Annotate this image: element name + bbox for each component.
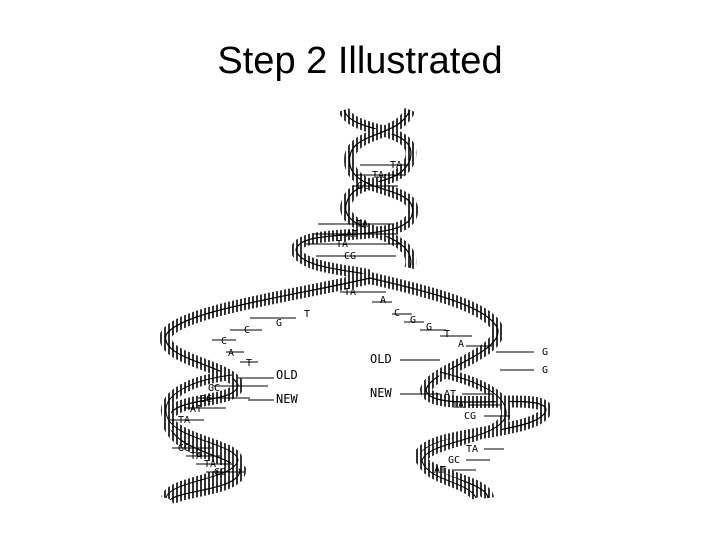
left-base-6: T <box>246 358 252 369</box>
right-base-2: C <box>394 308 400 319</box>
parent-helix <box>296 110 413 292</box>
right-pair-2: TA <box>452 400 464 411</box>
left-base-2: G <box>276 318 282 329</box>
new-strand-label-right: NEW <box>370 386 392 400</box>
top-pair-6: TA <box>336 239 348 250</box>
left-base-3: C <box>244 325 250 336</box>
top-pair-2: TA <box>372 170 384 181</box>
right-pair-4: TA <box>466 444 478 455</box>
left-pair-5: GC <box>178 443 190 454</box>
left-pair-8: GC <box>214 467 226 478</box>
left-pair-3: AT <box>190 404 202 415</box>
right-pair-3: CG <box>464 411 476 422</box>
strand-labels: OLD NEW OLD NEW <box>276 352 392 406</box>
left-base-4: C <box>221 336 227 347</box>
right-pair-1: AT <box>444 389 456 400</box>
old-strand-label-right: OLD <box>370 352 392 366</box>
left-base-5: A <box>228 348 234 359</box>
top-pair-8: TA <box>344 287 356 298</box>
left-pair-4: TA <box>178 415 190 426</box>
right-base-6: A <box>458 339 464 350</box>
far-right-base-1: G <box>542 347 548 358</box>
left-pair-1: GC <box>208 383 220 394</box>
right-base-5: T <box>444 329 450 340</box>
left-pair-6: TA <box>190 451 202 462</box>
left-daughter-helix <box>166 278 370 500</box>
right-pair-6: AT <box>434 465 446 476</box>
top-pair-1: TA <box>390 160 402 171</box>
right-pair-5: GC <box>448 455 460 466</box>
top-pair-3: GC <box>357 181 369 192</box>
new-strand-label-left: NEW <box>276 392 298 406</box>
right-base-4: G <box>426 322 432 333</box>
left-base-1: T <box>304 309 310 320</box>
right-base-3: G <box>410 315 416 326</box>
far-right-base-2: G <box>542 365 548 376</box>
old-strand-label-left: OLD <box>276 368 298 382</box>
top-pair-7: CG <box>344 251 356 262</box>
right-base-1: A <box>380 295 386 306</box>
